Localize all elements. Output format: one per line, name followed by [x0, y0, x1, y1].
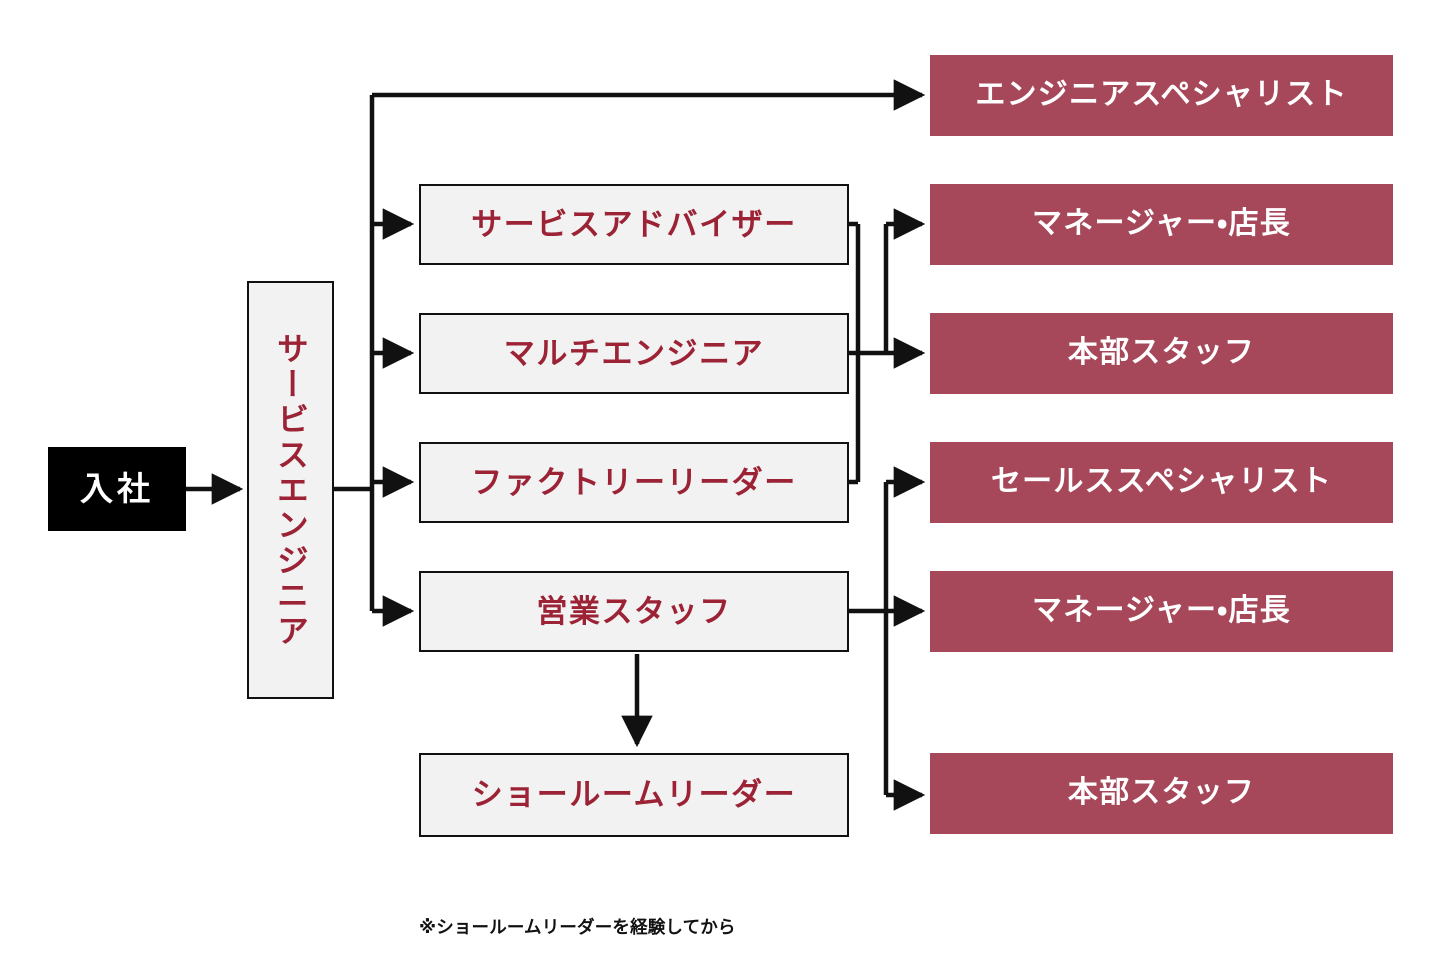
node-multi-engineer[interactable]: マルチエンジニア — [419, 313, 849, 394]
node-sales-specialist[interactable]: セールススペシャリスト — [930, 442, 1393, 523]
node-manager-store-top[interactable]: マネージャー・店長 — [930, 184, 1393, 265]
node-hq-staff-top[interactable]: 本部スタッフ — [930, 313, 1393, 394]
footnote-line-1: ※ショールームリーダーを経験してから — [419, 917, 736, 938]
node-service-advisor[interactable]: サービスアドバイザー — [419, 184, 849, 265]
node-entry[interactable]: 入社 — [48, 447, 186, 531]
node-factory-leader[interactable]: ファクトリーリーダー — [419, 442, 849, 523]
node-manager-store-bottom[interactable]: マネージャー・店長 — [930, 571, 1393, 652]
node-sales-staff[interactable]: 営業スタッフ — [419, 571, 849, 652]
node-service-engineer[interactable]: サービスエンジニア — [247, 281, 334, 699]
node-engineer-specialist[interactable]: エンジニアスペシャリスト — [930, 55, 1393, 136]
node-showroom-leader[interactable]: ショールームリーダー — [419, 753, 849, 837]
footnote: ※ショールームリーダーを経験してから マネージャー職等に就くスタッフもいます — [419, 860, 771, 972]
node-hq-staff-bottom[interactable]: 本部スタッフ — [930, 753, 1393, 834]
